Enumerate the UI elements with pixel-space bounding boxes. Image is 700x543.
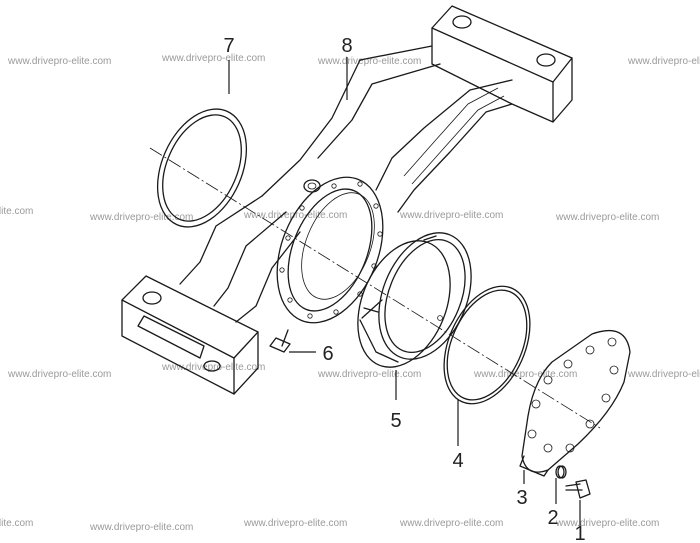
part-5-bushing (357, 232, 472, 368)
watermark: www.drivepro-elite.com (7, 369, 111, 380)
center-axis-line (149, 147, 601, 429)
callout-8: 8 (341, 35, 352, 57)
watermark: www.drivepro-elite.com (243, 518, 347, 529)
callout-labels: 1 2 3 4 5 6 7 8 (223, 35, 585, 543)
callout-3: 3 (516, 487, 527, 509)
watermark: www.drivepro-elite.com (555, 212, 659, 223)
watermark: www.drivepro-elite.com (627, 369, 700, 380)
watermark: www.drivepro-elite.com (89, 522, 193, 533)
watermark: www.drivepro-elite.com (317, 56, 421, 67)
watermark: www.drivepro-elite.com (0, 518, 33, 529)
part-7-seal-ring (156, 108, 248, 228)
leader-lines (228, 57, 581, 528)
watermark: www.drivepro-elite.com (243, 210, 347, 221)
watermark: www.drivepro-elite.com (399, 518, 503, 529)
watermark: www.drivepro-elite.com (555, 518, 659, 529)
callout-7: 7 (223, 35, 234, 57)
callout-2: 2 (547, 507, 558, 529)
flange-bolt-holes (279, 181, 383, 319)
callout-1: 1 (574, 523, 585, 543)
watermarks: www.drivepro-elite.com www.drivepro-elit… (0, 53, 700, 533)
callout-5: 5 (390, 410, 401, 432)
watermark: www.drivepro-elite.com (627, 56, 700, 67)
callout-4: 4 (452, 450, 463, 472)
watermark: www.drivepro-elite.com (161, 362, 265, 373)
watermark: www.drivepro-elite.com (7, 56, 111, 67)
watermark: www.drivepro-elite.com (161, 53, 265, 64)
watermark: www.drivepro-elite.com (0, 206, 33, 217)
part-3-cover-plate (519, 329, 631, 477)
part-4-o-ring (443, 285, 531, 405)
watermark: www.drivepro-elite.com (317, 369, 421, 380)
watermark: www.drivepro-elite.com (473, 369, 577, 380)
callout-6: 6 (322, 343, 333, 365)
watermark: www.drivepro-elite.com (399, 210, 503, 221)
part-2-washer (555, 465, 567, 479)
watermark: www.drivepro-elite.com (89, 212, 193, 223)
part-6-grease-fitting (269, 329, 291, 353)
plate-bolts (527, 337, 619, 453)
part-8-axle-bracket (121, 5, 573, 395)
part-1-bolt (565, 479, 591, 499)
